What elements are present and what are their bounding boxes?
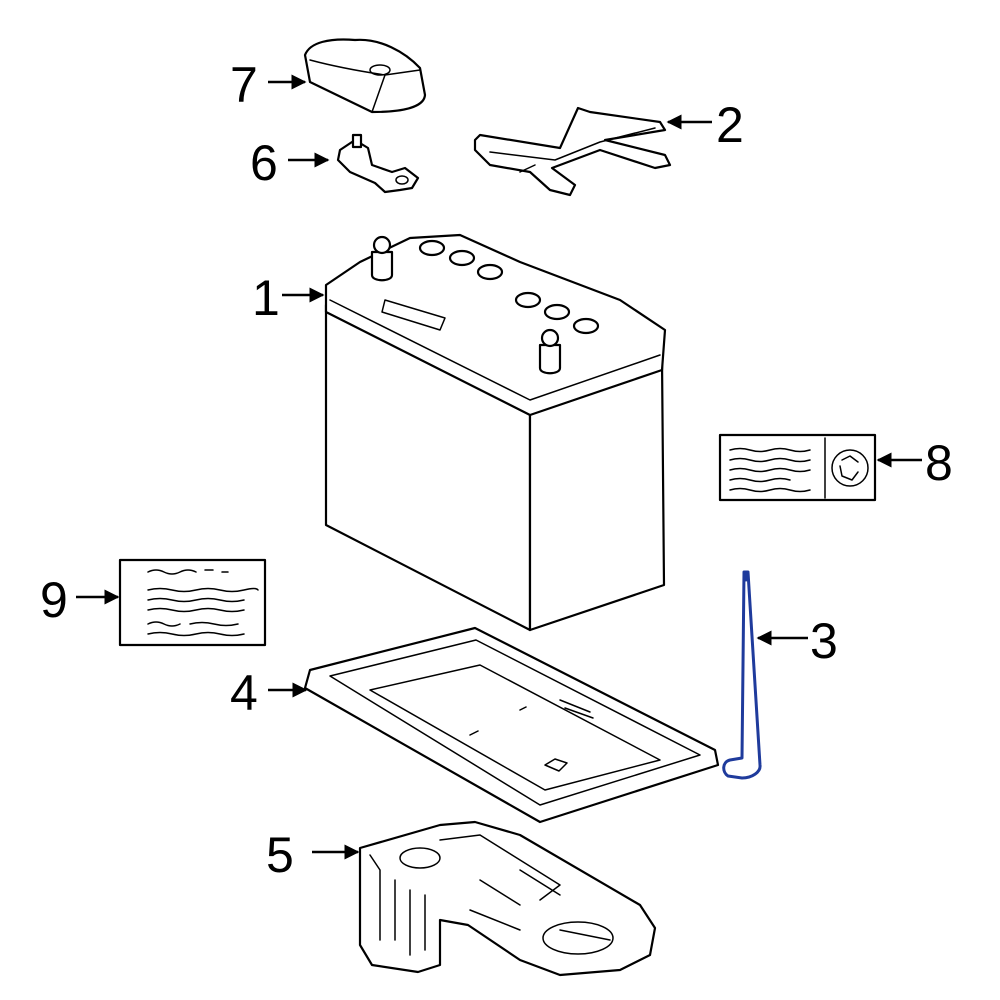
callout-label-6: 6 (250, 135, 278, 191)
callout-label-3: 3 (810, 613, 838, 669)
battery-part (324, 233, 667, 632)
callout-label-2: 2 (716, 97, 744, 153)
warning-label-part (718, 433, 877, 502)
callout-label-9: 9 (40, 572, 68, 628)
instruction-card-part (118, 558, 267, 647)
callout-label-4: 4 (230, 665, 258, 721)
callout-label-5: 5 (266, 827, 294, 883)
battery-tray-part (303, 626, 720, 824)
callout-arrows (76, 74, 922, 860)
callout-label-8: 8 (925, 435, 953, 491)
terminal-cover-part (303, 38, 427, 114)
callout-label-1: 1 (252, 270, 280, 326)
terminal-clamp-part (336, 133, 420, 194)
battery-carrier-part (358, 820, 657, 977)
callout-labels: 7 6 2 1 8 9 3 4 5 (40, 57, 953, 883)
hold-down-bracket-part (473, 106, 672, 197)
hold-down-rod-part (722, 570, 762, 780)
callout-label-7: 7 (230, 57, 258, 113)
